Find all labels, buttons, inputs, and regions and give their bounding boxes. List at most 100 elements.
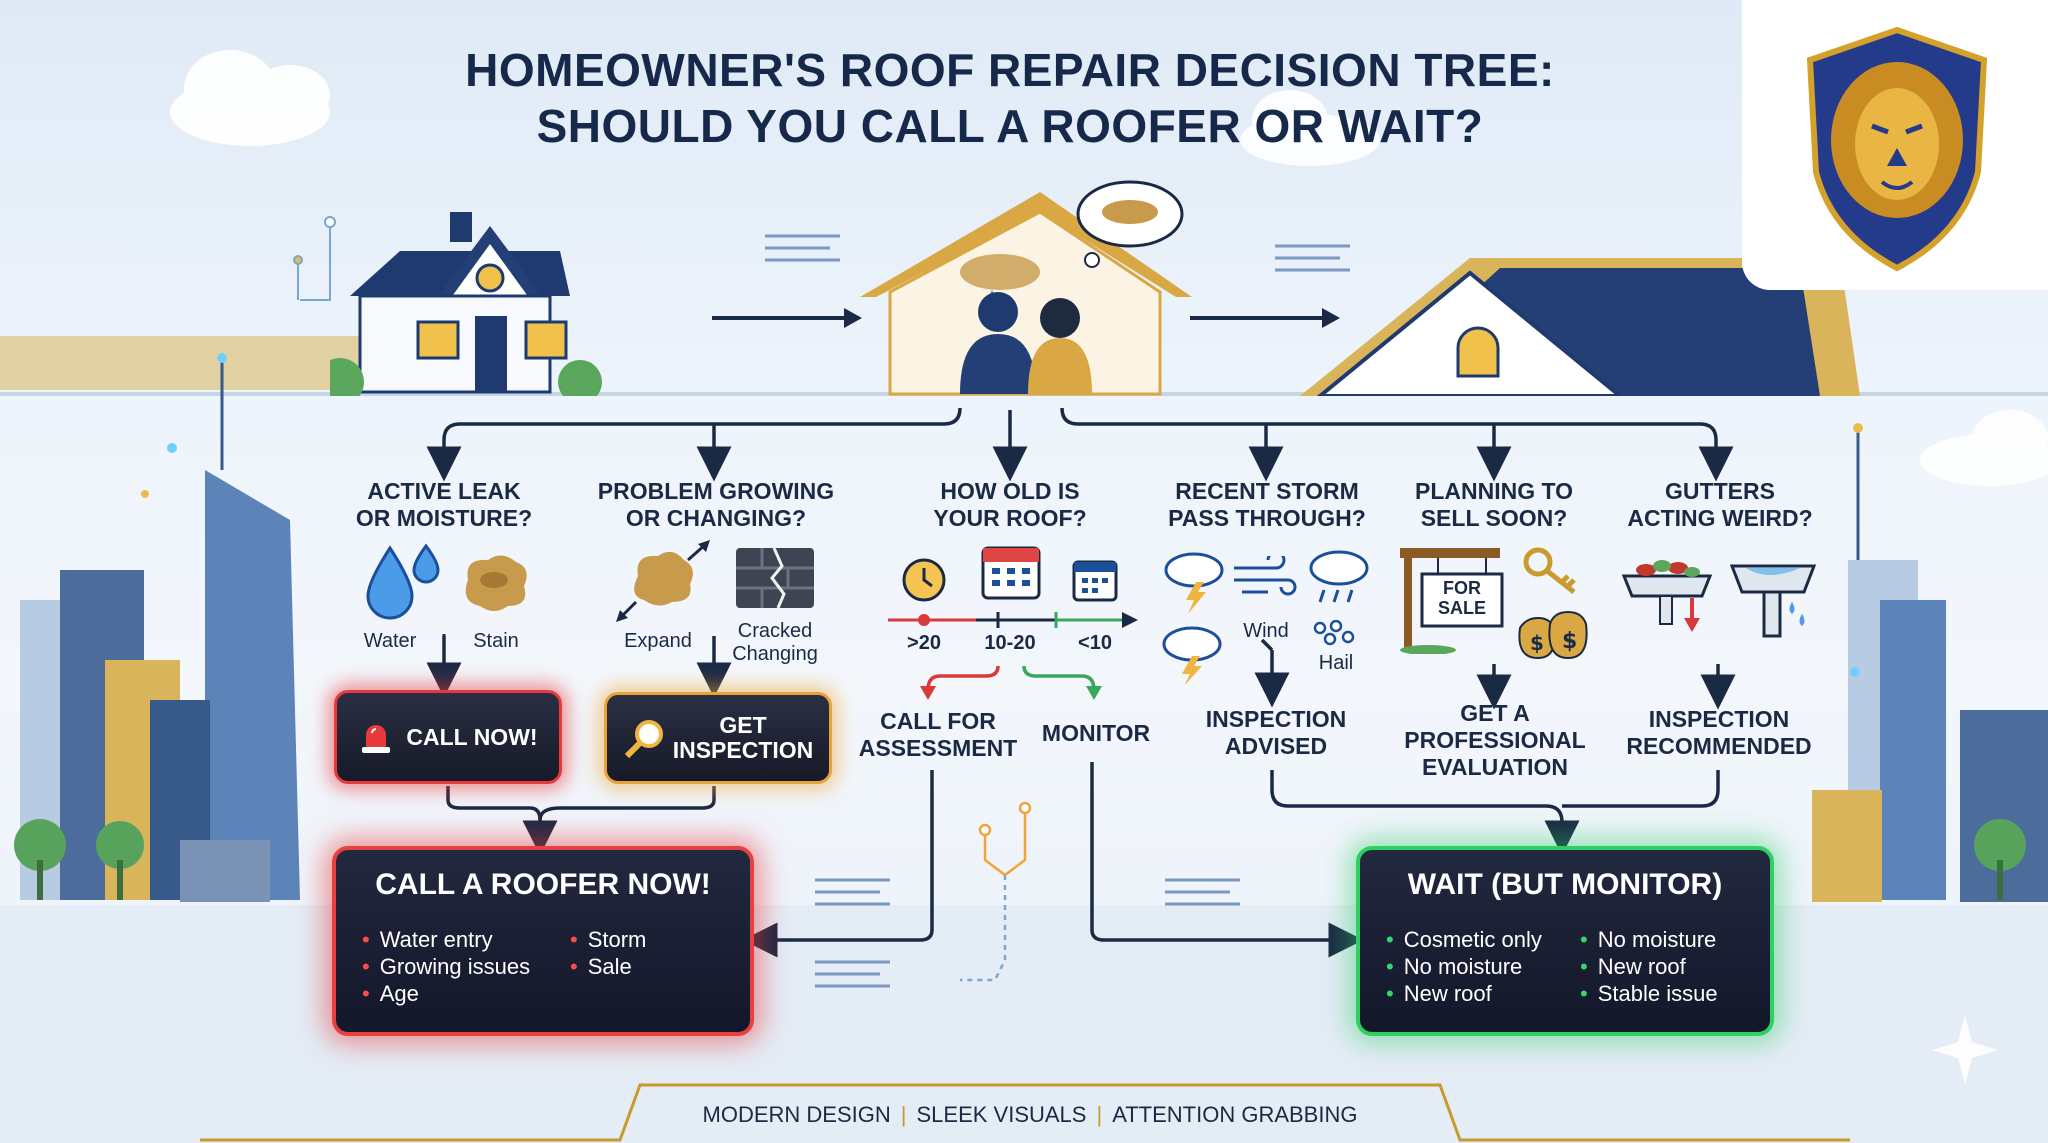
overflowing-gutter-icon — [1729, 564, 1817, 638]
question-leak: ACTIVE LEAK OR MOISTURE? — [324, 478, 564, 532]
label-expand: Expand — [624, 630, 692, 652]
question-sell-line1: PLANNING TO — [1414, 478, 1574, 504]
list-item: New roof — [1386, 980, 1542, 1007]
outcome-professional-evaluation: GET A PROFESSIONAL EVALUATION — [1400, 700, 1590, 781]
arrow-right-icon — [712, 308, 862, 328]
outcome-assessment-line1: CALL FOR — [880, 708, 996, 734]
outcome-sell-line1: GET A — [1460, 700, 1530, 726]
worried-house-icon — [860, 180, 1192, 396]
age-label-under-10: <10 — [1078, 632, 1112, 654]
label-hail: Hail — [1318, 652, 1354, 674]
list-item: No moisture — [1580, 926, 1718, 953]
outcome-gutter-line1: INSPECTION — [1648, 706, 1790, 732]
question-gutters-line2: ACTING WEIRD? — [1627, 505, 1813, 531]
cloud-thought — [1076, 180, 1184, 268]
list-item: Growing issues — [362, 953, 530, 980]
water-drop-icon — [366, 543, 440, 620]
clock-icon — [902, 558, 946, 602]
question-age-line2: YOUR ROOF? — [933, 505, 1087, 531]
question-sell-line2: SELL SOON? — [1420, 505, 1568, 531]
footer-taglines: MODERN DESIGN|SLEEK VISUALS|ATTENTION GR… — [702, 1102, 1358, 1127]
list-item: Cosmetic only — [1386, 926, 1542, 953]
wait-monitor-panel: WAIT (BUT MONITOR) Cosmetic only No mois… — [1356, 846, 1774, 1036]
question-sell: PLANNING TO SELL SOON? — [1384, 478, 1604, 532]
storm-cloud-icon — [1162, 626, 1222, 684]
list-item: Water entry — [362, 926, 530, 953]
arrow-down-icon — [436, 634, 452, 680]
question-age: HOW OLD IS YOUR ROOF? — [890, 478, 1130, 532]
expand-stain-icon — [616, 540, 710, 622]
label-cracked: Cracked Changing — [720, 620, 830, 666]
for-sale-line1: FOR — [1443, 578, 1481, 598]
cracked-shingle-icon — [736, 547, 814, 609]
question-storm: RECENT STORM PASS THROUGH? — [1140, 478, 1394, 532]
list-item: Storm — [570, 926, 647, 953]
question-storm-line1: RECENT STORM — [1175, 478, 1359, 504]
stain-icon — [465, 555, 527, 611]
outcome-storm-line1: INSPECTION — [1205, 706, 1347, 732]
question-gutters: GUTTERS ACTING WEIRD? — [1604, 478, 1836, 532]
question-growing-line1: PROBLEM GROWING — [597, 478, 835, 504]
hail-cloud-icon — [1309, 550, 1369, 603]
question-leak-line1: ACTIVE LEAK — [367, 478, 521, 504]
question-growing-line2: OR CHANGING? — [625, 505, 807, 531]
question-gutters-line1: GUTTERS — [1665, 478, 1775, 504]
cloud-right — [1240, 90, 1380, 166]
logo-box — [1742, 0, 2048, 290]
outcome-storm-line2: ADVISED — [1224, 733, 1328, 759]
arrow-right-icon — [1190, 308, 1340, 328]
call-roofer-list-left: Water entry Growing issues Age — [362, 926, 530, 1007]
label-cracked-line2: Changing — [732, 643, 818, 665]
house-left-icon — [330, 212, 602, 396]
question-growing: PROBLEM GROWING OR CHANGING? — [578, 478, 854, 532]
title-line-1: HOMEOWNER'S ROOF REPAIR DECISION TREE: — [465, 44, 1555, 96]
get-inspection-label: GET INSPECTION — [673, 713, 814, 763]
age-timeline — [888, 612, 1138, 628]
age-label-10-20: 10-20 — [984, 632, 1036, 654]
svg-text:$: $ — [1530, 631, 1544, 655]
list-item: No moisture — [1386, 953, 1542, 980]
label-wind: Wind — [1243, 620, 1289, 642]
age-label-over-20: >20 — [907, 632, 941, 654]
call-roofer-list-right: Storm Sale — [570, 926, 647, 980]
left-trees — [14, 819, 144, 900]
for-sale-sign-text: FOR SALE — [1424, 578, 1500, 618]
title-line-2: SHOULD YOU CALL A ROOFER OR WAIT? — [536, 100, 1484, 152]
magnifier-icon — [624, 720, 663, 759]
list-item: Stable issue — [1580, 980, 1718, 1007]
outcome-monitor: MONITOR — [1041, 720, 1151, 746]
outcome-inspection-advised: INSPECTION ADVISED — [1188, 706, 1364, 760]
right-tree — [1974, 819, 2026, 900]
right-skyline — [1812, 423, 2048, 902]
get-inspection-button[interactable]: GET INSPECTION — [604, 692, 832, 784]
call-roofer-panel: CALL A ROOFER NOW! Water entry Growing i… — [332, 846, 754, 1036]
list-item: Sale — [570, 953, 646, 980]
footer-item: SLEEK VISUALS — [916, 1102, 1087, 1127]
outcome-call-assessment: CALL FOR ASSESSMENT — [858, 708, 1018, 762]
label-water: Water — [363, 630, 417, 652]
wait-monitor-list-right: No moisture New roof Stable issue — [1580, 926, 1718, 1007]
calendar-small-icon — [1072, 560, 1118, 602]
wait-monitor-title: WAIT (BUT MONITOR) — [1407, 868, 1723, 901]
lion-shield-logo — [1806, 26, 1988, 272]
hailstones-icon — [1313, 620, 1355, 646]
label-cracked-line1: Cracked — [737, 620, 813, 642]
get-inspection-line2: INSPECTION — [672, 737, 814, 763]
for-sale-line2: SALE — [1437, 598, 1486, 618]
for-sale-sign-icon — [1400, 548, 1504, 654]
call-now-button[interactable]: CALL NOW! — [334, 690, 562, 784]
storm-cloud-icon — [1164, 552, 1224, 614]
wind-icon — [1234, 556, 1297, 596]
outcome-inspection-recommended: INSPECTION RECOMMENDED — [1614, 706, 1824, 760]
outcome-sell-line2: PROFESSIONAL — [1404, 727, 1586, 753]
house-right-icon — [1300, 258, 1860, 396]
outcome-sell-line3: EVALUATION — [1421, 754, 1569, 780]
get-inspection-line1: GET — [719, 712, 767, 738]
page-title: HOMEOWNER'S ROOF REPAIR DECISION TREE: S… — [380, 42, 1640, 154]
cloud-left — [170, 50, 330, 146]
list-item: Age — [362, 980, 530, 1007]
keys-icon — [1523, 547, 1576, 594]
question-leak-line2: OR MOISTURE? — [355, 505, 533, 531]
clogged-gutter-icon — [1621, 560, 1713, 632]
footer-item: MODERN DESIGN — [702, 1102, 891, 1127]
